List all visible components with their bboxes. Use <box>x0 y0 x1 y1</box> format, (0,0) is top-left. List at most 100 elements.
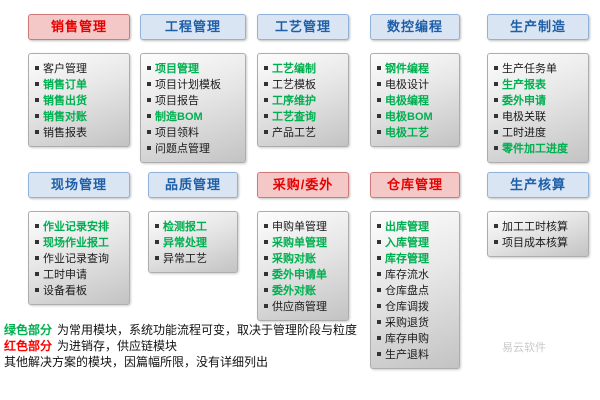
module-item-label: 申购单管理 <box>272 221 327 233</box>
module-item: 电极BOM <box>377 108 456 124</box>
group-title-shopfloor: 现场管理 <box>28 172 130 198</box>
bullet-icon <box>35 82 39 86</box>
bullet-icon <box>377 130 381 134</box>
module-item: 电极关联 <box>494 108 585 124</box>
module-item: 设备看板 <box>35 282 126 298</box>
module-item-label: 工艺查询 <box>272 111 316 123</box>
bullet-icon <box>264 288 268 292</box>
module-item: 生产任务单 <box>494 60 585 76</box>
bullet-icon <box>35 288 39 292</box>
module-item-label: 电极BOM <box>385 111 433 123</box>
module-item-label: 销售订单 <box>43 79 87 91</box>
module-group-quality: 品质管理检测报工异常处理异常工艺 <box>148 172 238 273</box>
bullet-icon <box>155 256 159 260</box>
module-item-label: 仓库调拨 <box>385 301 429 313</box>
module-item-label: 钢件编程 <box>385 63 429 75</box>
bullet-icon <box>377 288 381 292</box>
module-item: 采购退货 <box>377 314 456 330</box>
module-item: 生产退料 <box>377 346 456 362</box>
bullet-icon <box>377 272 381 276</box>
module-item: 入库管理 <box>377 234 456 250</box>
module-item: 现场作业报工 <box>35 234 126 250</box>
bullet-icon <box>264 256 268 260</box>
bullet-icon <box>147 98 151 102</box>
module-item-label: 销售对账 <box>43 111 87 123</box>
module-item-label: 加工工时核算 <box>502 221 568 233</box>
module-item-label: 作业记录安排 <box>43 221 109 233</box>
module-item: 销售对账 <box>35 108 126 124</box>
bullet-icon <box>35 272 39 276</box>
module-item: 电极设计 <box>377 76 456 92</box>
bullet-icon <box>494 224 498 228</box>
legend-line-red: 红色部分为进销存，供应链模块 <box>4 338 357 354</box>
module-item-label: 生产报表 <box>502 79 546 91</box>
module-item: 委外申请单 <box>264 266 345 282</box>
module-item: 电极工艺 <box>377 124 456 140</box>
module-item-label: 委外对账 <box>272 285 316 297</box>
module-item: 电极编程 <box>377 92 456 108</box>
group-title-warehouse: 仓库管理 <box>370 172 460 198</box>
legend-red-text: 为进销存，供应链模块 <box>57 339 178 353</box>
legend: 绿色部分为常用模块，系统功能流程可变，取决于管理阶段与粒度 红色部分为进销存，供… <box>4 322 357 370</box>
module-group-process: 工艺管理工艺编制工艺模板工序维护工艺查询产品工艺 <box>257 14 349 147</box>
legend-green-text: 为常用模块，系统功能流程可变，取决于管理阶段与粒度 <box>57 323 358 337</box>
group-panel-costing: 加工工时核算项目成本核算 <box>487 211 589 257</box>
bullet-icon <box>377 304 381 308</box>
bullet-icon <box>35 98 39 102</box>
bullet-icon <box>264 224 268 228</box>
legend-red-label: 红色部分 <box>4 339 53 353</box>
legend-line-other: 其他解决方案的模块，因篇幅所限，没有详细列出 <box>4 355 269 369</box>
module-group-production: 生产制造生产任务单生产报表委外申请电极关联工时进度零件加工进度 <box>487 14 589 163</box>
module-item: 销售订单 <box>35 76 126 92</box>
module-item-label: 客户管理 <box>43 63 87 75</box>
module-item: 工时进度 <box>494 124 585 140</box>
bullet-icon <box>377 66 381 70</box>
module-item-label: 供应商管理 <box>272 301 327 313</box>
group-panel-sales: 客户管理销售订单销售出货销售对账销售报表 <box>28 53 130 147</box>
module-item: 问题点管理 <box>147 140 242 156</box>
module-item-label: 工时申请 <box>43 269 87 281</box>
module-group-costing: 生产核算加工工时核算项目成本核算 <box>487 172 589 257</box>
bullet-icon <box>377 320 381 324</box>
module-item-label: 项目报告 <box>155 95 199 107</box>
module-item-label: 现场作业报工 <box>43 237 109 249</box>
group-title-nc-programming: 数控编程 <box>370 14 460 40</box>
module-item-label: 问题点管理 <box>155 143 210 155</box>
bullet-icon <box>35 130 39 134</box>
bullet-icon <box>264 130 268 134</box>
module-item-label: 项目计划模板 <box>155 79 221 91</box>
bullet-icon <box>377 224 381 228</box>
module-item-label: 设备看板 <box>43 285 87 297</box>
module-item: 库存流水 <box>377 266 456 282</box>
bullet-icon <box>147 82 151 86</box>
module-item-label: 委外申请单 <box>272 269 327 281</box>
module-group-sales: 销售管理客户管理销售订单销售出货销售对账销售报表 <box>28 14 130 147</box>
module-item: 项目领料 <box>147 124 242 140</box>
bullet-icon <box>377 352 381 356</box>
module-item: 工序维护 <box>264 92 345 108</box>
module-item: 申购单管理 <box>264 218 345 234</box>
watermark: 易云软件 <box>502 342 546 354</box>
bullet-icon <box>377 336 381 340</box>
module-item-label: 入库管理 <box>385 237 429 249</box>
module-item: 仓库盘点 <box>377 282 456 298</box>
bullet-icon <box>147 66 151 70</box>
module-item: 工时申请 <box>35 266 126 282</box>
module-item-label: 制造BOM <box>155 111 203 123</box>
module-item: 工艺编制 <box>264 60 345 76</box>
bullet-icon <box>264 114 268 118</box>
module-item: 委外申请 <box>494 92 585 108</box>
bullet-icon <box>35 224 39 228</box>
module-item-label: 采购对账 <box>272 253 316 265</box>
bullet-icon <box>494 146 498 150</box>
group-panel-purchasing-outsourcing: 申购单管理采购单管理采购对账委外申请单委外对账供应商管理 <box>257 211 349 321</box>
module-group-purchasing-outsourcing: 采购/委外申购单管理采购单管理采购对账委外申请单委外对账供应商管理 <box>257 172 349 321</box>
legend-line-green: 绿色部分为常用模块，系统功能流程可变，取决于管理阶段与粒度 <box>4 322 357 338</box>
module-item-label: 生产退料 <box>385 349 429 361</box>
module-item: 异常处理 <box>155 234 234 250</box>
bullet-icon <box>377 82 381 86</box>
bullet-icon <box>147 146 151 150</box>
